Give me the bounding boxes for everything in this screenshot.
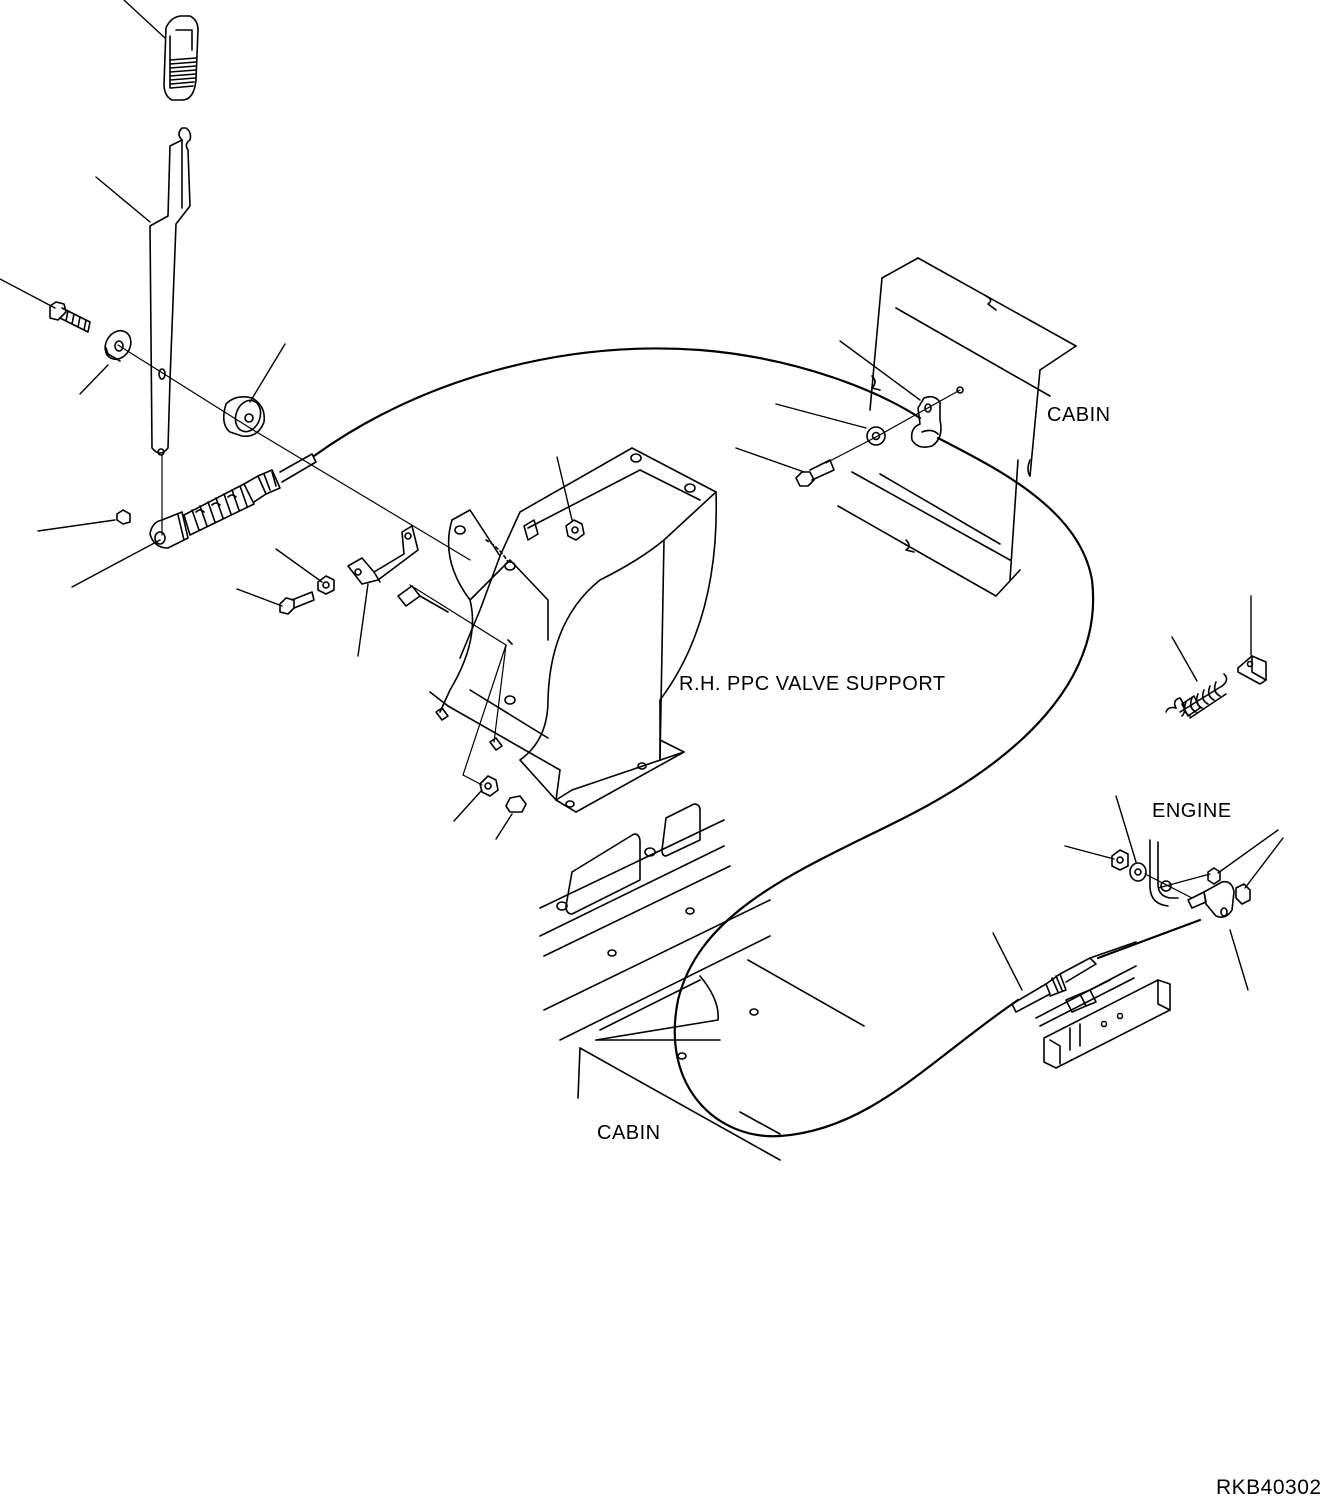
engine-bracket [1149,839,1179,907]
cable-clamp [910,395,942,448]
clamp-hole [956,386,964,394]
valve-support [397,447,718,813]
cabin-wall-upper [837,257,1077,597]
lever-grip [163,15,199,101]
washer-lower [479,775,499,797]
cable-bracket [347,525,419,585]
bolt-bracket [279,591,315,615]
alignment-lines [117,344,1211,899]
leader-lines [0,0,1284,991]
pin-engine [1207,867,1251,905]
governor-plate [1035,965,1171,1069]
cable-end-fittings [243,453,317,503]
nut-engine [1111,849,1129,871]
washer-left [104,329,132,362]
washer-upper [866,426,886,446]
bolt-lower [505,795,527,813]
washer-engine [1129,862,1147,882]
bolt-left [49,301,91,333]
cable-rod-end [149,511,189,549]
valve-support-label: R.H. PPC VALVE SUPPORT [679,673,946,695]
cabin-label-upper: CABIN [1047,404,1111,426]
clevis-bolt [116,509,131,525]
nut-bracket [317,575,335,595]
drawing-number: RKB40302 [1216,1476,1322,1499]
lever-arm [149,127,192,456]
floor-frame [539,803,865,1161]
bolt-upper [795,459,835,487]
control-cable [312,347,1202,1138]
return-spring [1165,673,1228,719]
spring-bracket [1237,655,1267,685]
cabin-label-lower: CABIN [597,1122,661,1144]
cable-end-engine [1011,941,1137,1013]
rod-end-engine [1187,880,1235,918]
engine-label: ENGINE [1152,800,1232,822]
cable-bellows [183,483,255,536]
valve-support-base [555,799,577,813]
rubber-bushing [222,396,266,438]
nut-support [565,519,585,541]
